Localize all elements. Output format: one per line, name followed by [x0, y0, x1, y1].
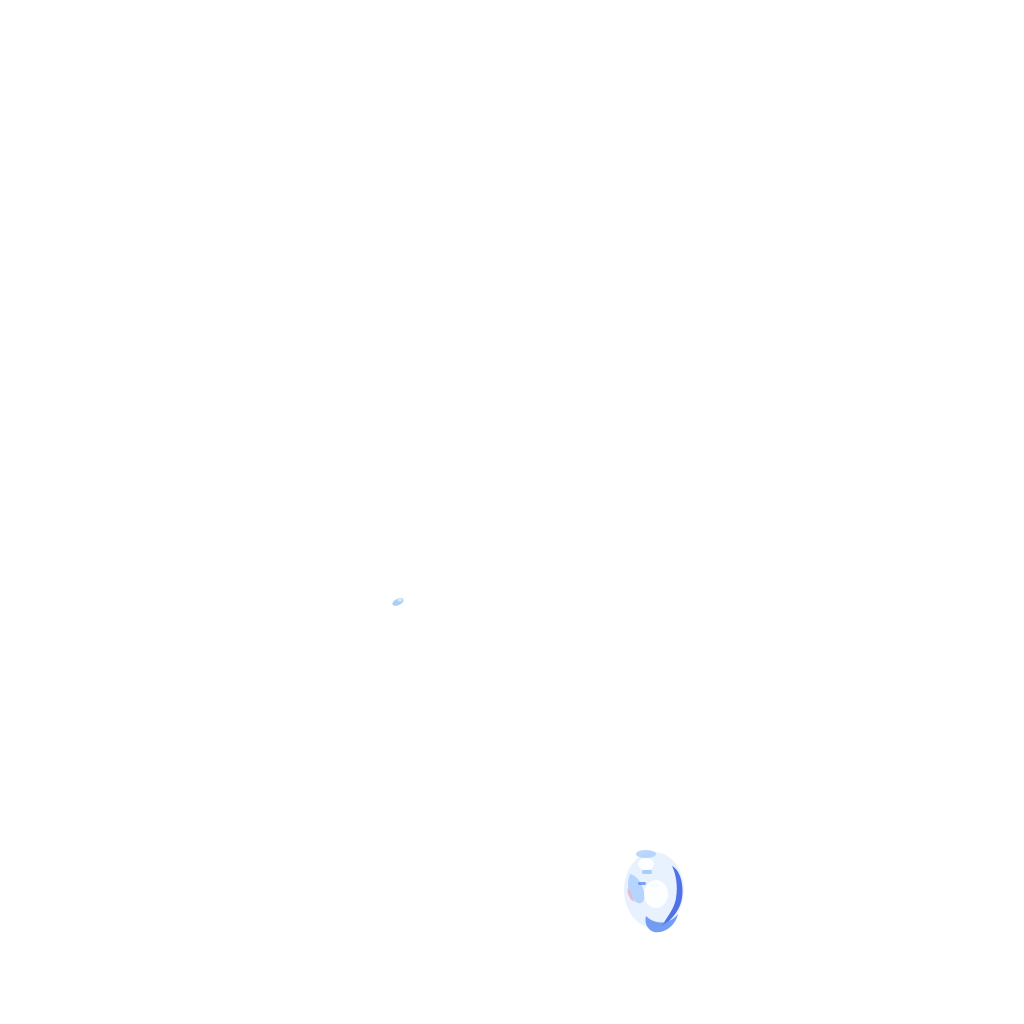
blue-white-blob: [616, 844, 692, 936]
small-blue-speck: [388, 593, 408, 609]
